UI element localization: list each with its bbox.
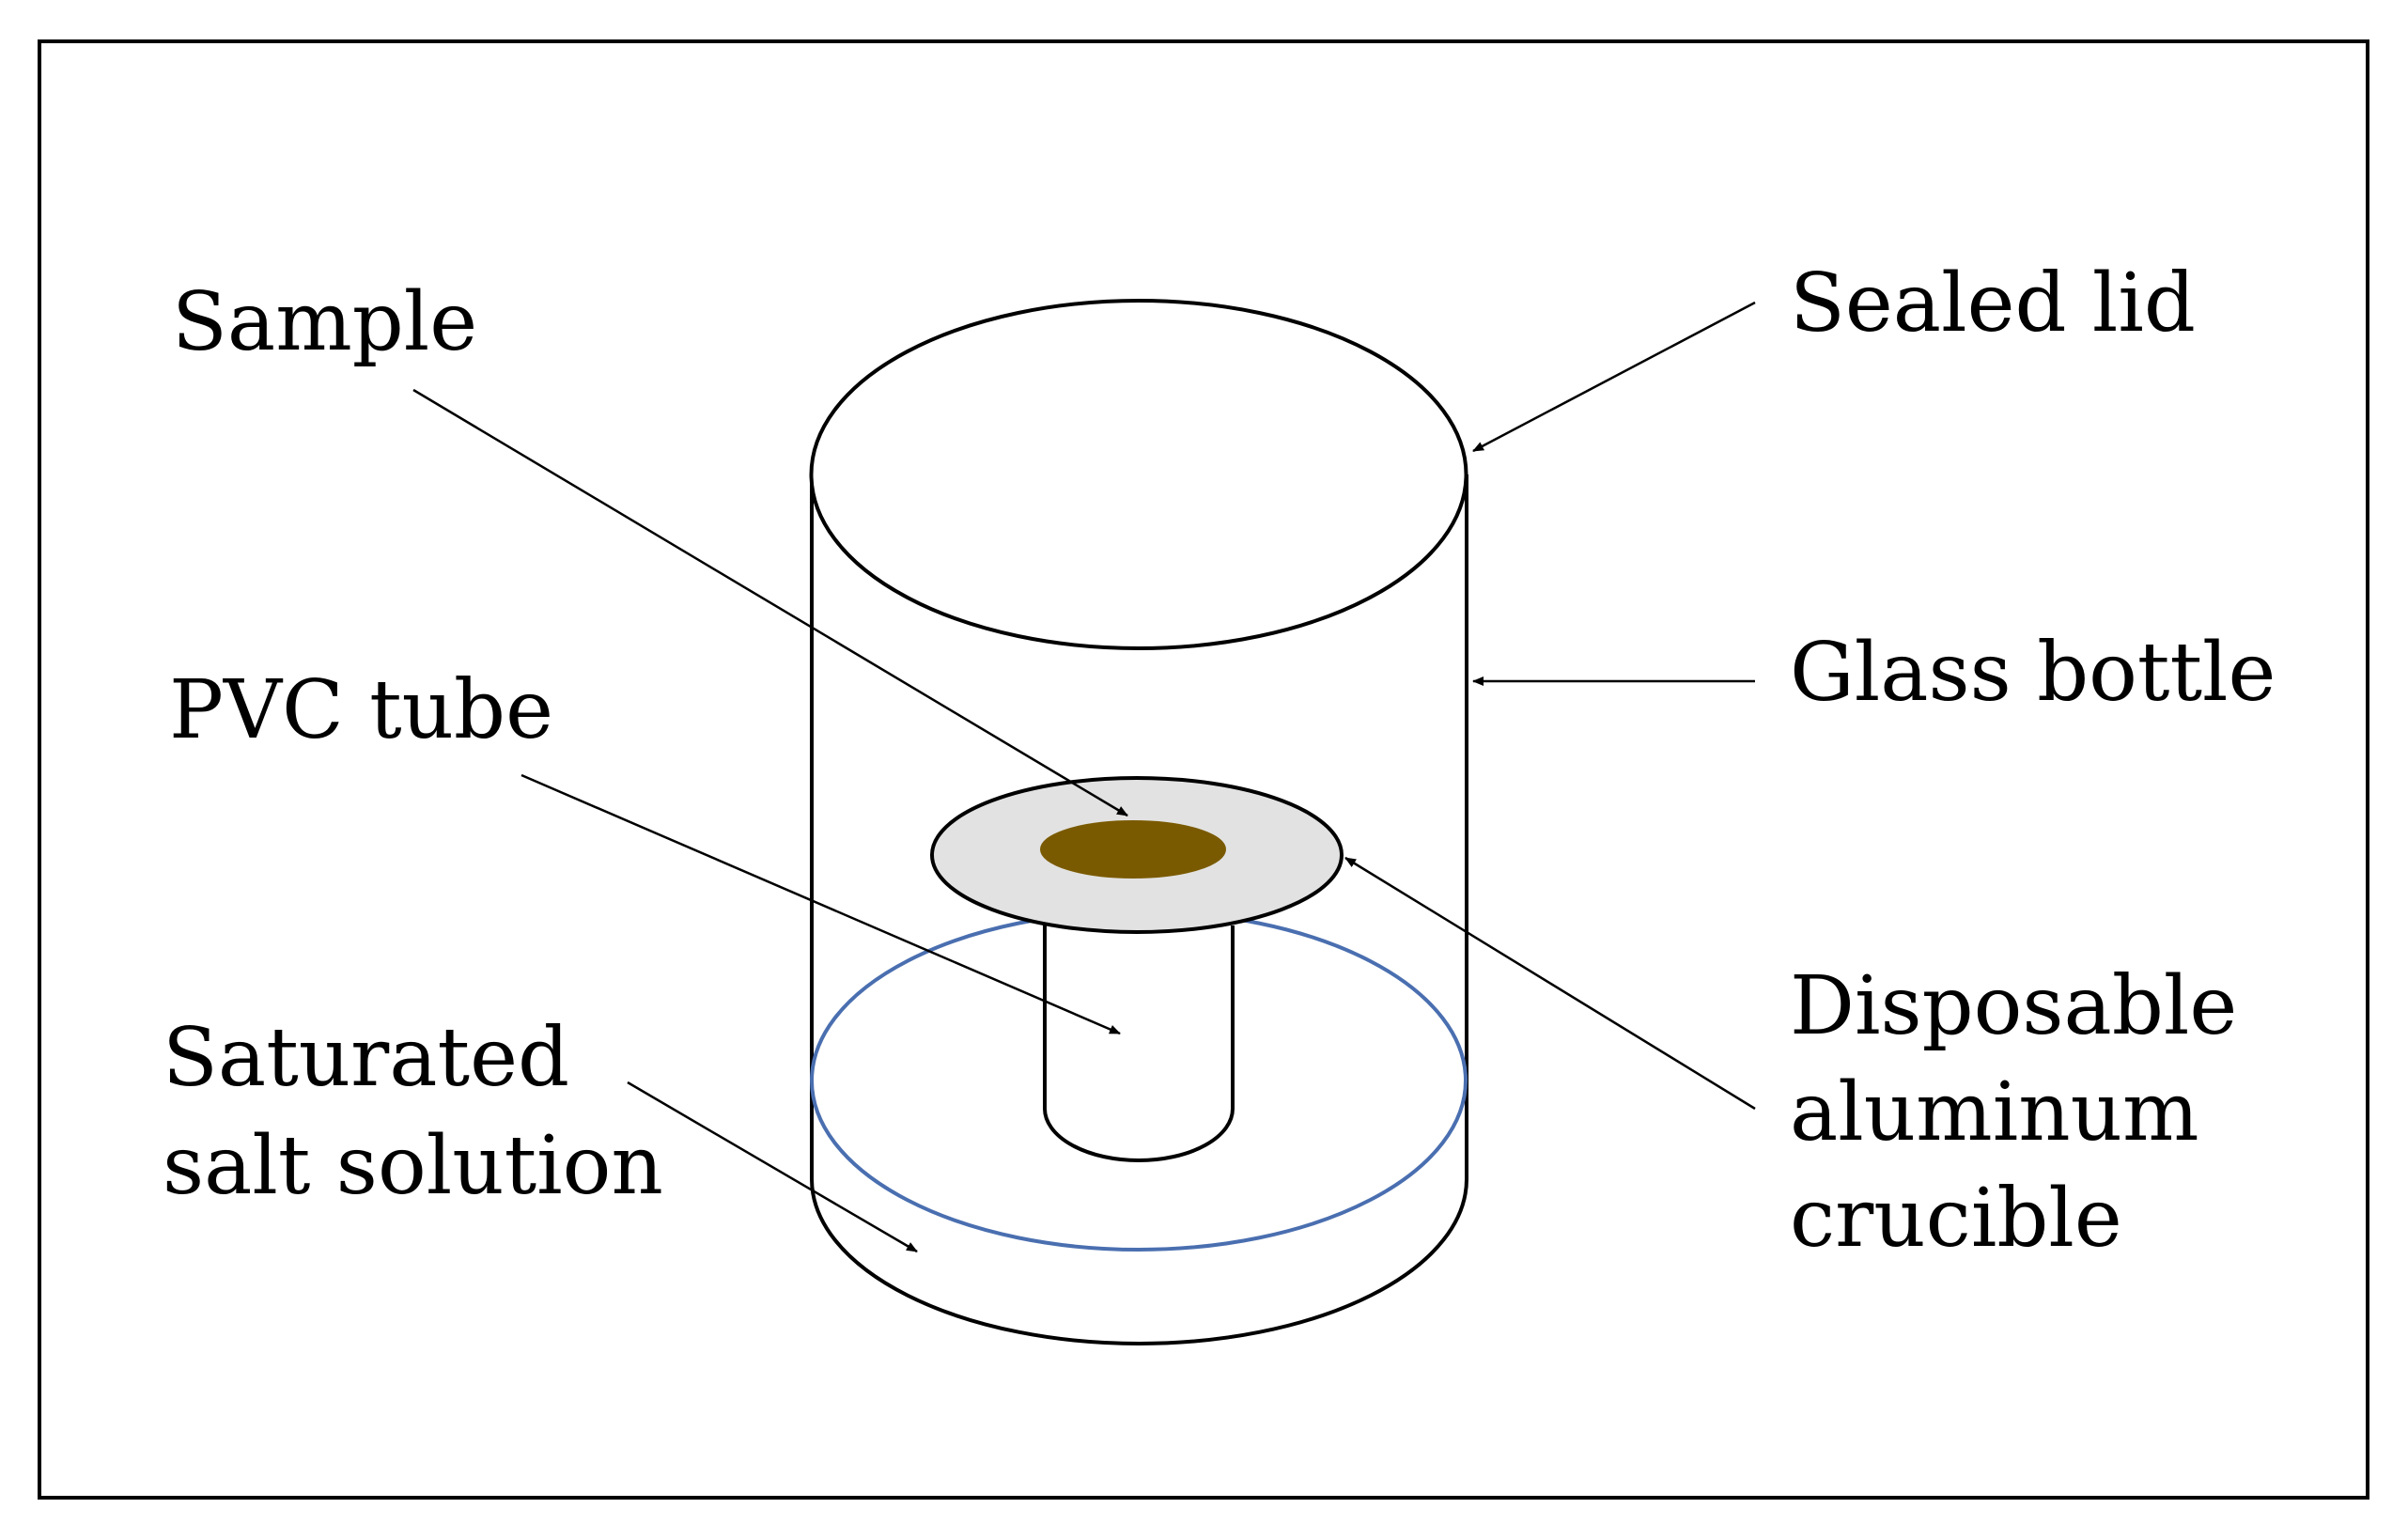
label-crucible-line3: crucible (1790, 1172, 2122, 1266)
label-salt-solution-line2: salt solution (163, 1119, 663, 1213)
pvc-tube-arrow (520, 773, 1121, 1035)
pvc-tube (1043, 925, 1235, 1162)
label-sample: Sample (172, 275, 477, 369)
label-crucible-line1: Disposable (1790, 959, 2237, 1053)
label-sealed-lid: Sealed lid (1790, 257, 2196, 350)
bottle-bottom (810, 1178, 1468, 1345)
label-crucible-line2: aluminum (1790, 1065, 2199, 1159)
crucible-arrow (1344, 856, 1756, 1111)
sealed-lid (809, 299, 1468, 650)
sample (1040, 820, 1226, 879)
label-glass-bottle: Glass bottle (1790, 626, 2276, 720)
salt-solution-arrow (627, 1081, 918, 1253)
figure-frame (38, 39, 2369, 1500)
label-pvc-tube: PVC tube (169, 663, 553, 757)
label-salt-solution-line1: Saturated (163, 1011, 569, 1105)
sample-arrow (412, 388, 1128, 817)
sealed-lid-arrow (1472, 301, 1756, 453)
